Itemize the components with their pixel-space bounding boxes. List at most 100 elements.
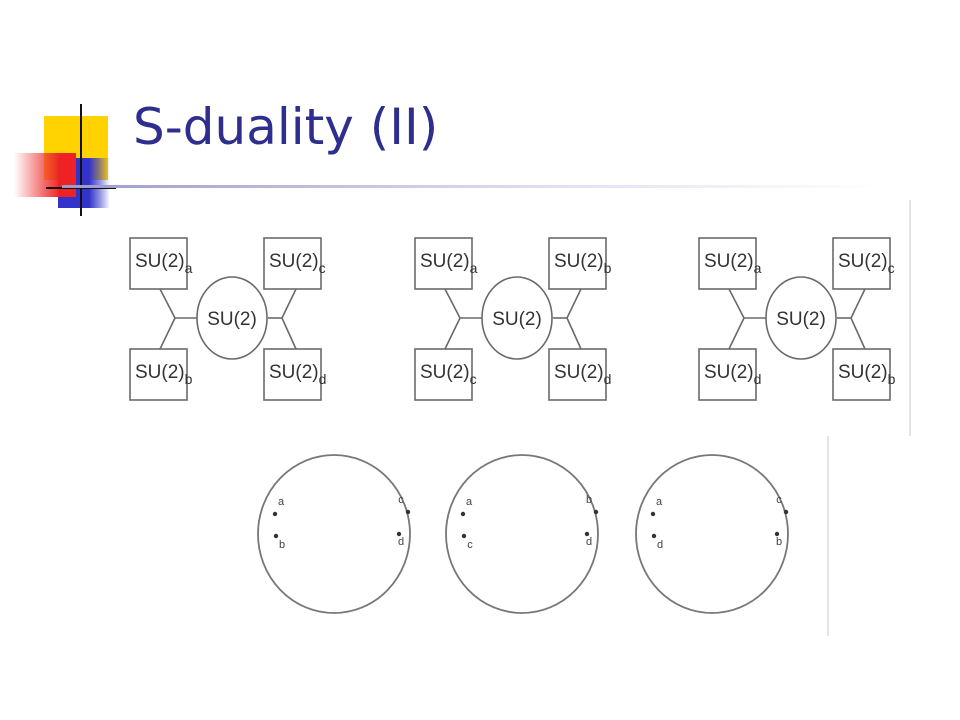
puncture-point (405, 509, 411, 515)
quiver-1: SU(2)SU(2)aSU(2)bSU(2)cSU(2)d (129, 237, 326, 401)
slide-title: S-duality (II) (133, 98, 439, 156)
puncture-label: c (467, 539, 473, 551)
flavor-group-index: b (185, 371, 193, 387)
flavor-box-bottom-right (548, 348, 607, 401)
red-square-decoration (14, 153, 76, 197)
sphere-2: a c b d (445, 454, 599, 614)
flavor-box-label: SU(2)b (838, 362, 896, 387)
quiver-edge (850, 288, 866, 319)
flavor-box-top-right (263, 237, 322, 290)
flavor-box-bottom-left (698, 348, 757, 401)
quiver-3: SU(2)SU(2)aSU(2)dSU(2)cSU(2)b (698, 237, 896, 401)
puncture-point (273, 533, 279, 539)
quiver-edge (444, 288, 461, 319)
vertical-divider-line (80, 104, 82, 216)
flavor-group-name: SU(2) (838, 362, 888, 383)
flavor-group-index: d (604, 371, 612, 387)
puncture-point (460, 511, 466, 517)
flavor-box-bottom-left (129, 348, 188, 401)
puncture-point (593, 509, 599, 515)
flavor-group-name: SU(2) (704, 251, 754, 272)
quiver-2: SU(2)SU(2)aSU(2)cSU(2)bSU(2)d (414, 237, 612, 401)
flavor-group-name: SU(2) (269, 251, 319, 272)
horizontal-divider-line (46, 187, 116, 189)
puncture-label: d (586, 536, 592, 548)
gauge-node-circle (196, 276, 268, 360)
flavor-box-top-right (832, 237, 891, 290)
sphere-diagrams: a b c d a c b d a d c b (257, 454, 789, 614)
flavor-box-label: SU(2)d (704, 362, 761, 387)
puncture-label: c (776, 494, 782, 506)
puncture-label: b (279, 539, 285, 551)
puncture-point (783, 509, 789, 515)
flavor-group-index: a (470, 260, 478, 276)
flavor-box-label: SU(2)a (420, 251, 478, 276)
gauge-node-circle (765, 276, 837, 360)
flavor-box-label: SU(2)b (135, 362, 193, 387)
gauge-node-label: SU(2) (492, 309, 542, 330)
flavor-box-label: SU(2)c (420, 362, 477, 387)
puncture-label: d (657, 539, 663, 551)
quiver-edge (728, 288, 745, 319)
flavor-box-bottom-right (832, 348, 891, 401)
quiver-edge (850, 317, 866, 350)
puncture-point (651, 533, 657, 539)
flavor-group-name: SU(2) (420, 251, 470, 272)
sphere-circle (445, 454, 599, 614)
puncture-label: c (398, 494, 404, 506)
flavor-group-index: c (888, 260, 895, 276)
puncture-label: a (656, 496, 663, 508)
sphere-circle (635, 454, 789, 614)
flavor-box-label: SU(2)d (269, 362, 326, 387)
puncture-point (461, 533, 467, 539)
puncture-label: a (466, 496, 473, 508)
sphere-circle (257, 454, 411, 614)
puncture-label: a (278, 496, 285, 508)
puncture-label: b (776, 536, 782, 548)
quiver-edge (281, 288, 297, 319)
flavor-box-bottom-right (263, 348, 322, 401)
quiver-edge (728, 317, 745, 350)
title-underline-rule (62, 185, 882, 188)
quiver-edge (566, 288, 582, 319)
flavor-group-name: SU(2) (704, 362, 754, 383)
puncture-point (272, 511, 278, 517)
flavor-group-name: SU(2) (135, 251, 185, 272)
flavor-group-index: c (319, 260, 326, 276)
flavor-group-index: b (604, 260, 612, 276)
puncture-point (650, 511, 656, 517)
puncture-label: d (398, 536, 404, 548)
puncture-point (584, 531, 590, 537)
flavor-box-top-left (129, 237, 188, 290)
quiver-edge (159, 317, 176, 350)
flavor-group-name: SU(2) (554, 251, 604, 272)
flavor-group-name: SU(2) (269, 362, 319, 383)
flavor-group-index: c (470, 371, 477, 387)
gauge-node-label: SU(2) (207, 309, 257, 330)
puncture-point (774, 531, 780, 537)
quiver-edge (444, 317, 461, 350)
flavor-box-label: SU(2)a (704, 251, 762, 276)
flavor-box-top-left (698, 237, 757, 290)
puncture-label: b (586, 494, 592, 506)
flavor-group-name: SU(2) (135, 362, 185, 383)
sphere-3: a d c b (635, 454, 789, 614)
flavor-group-index: a (754, 260, 762, 276)
quiver-diagrams: SU(2)SU(2)aSU(2)bSU(2)cSU(2)dSU(2)SU(2)a… (129, 237, 896, 401)
flavor-box-top-left (414, 237, 473, 290)
gauge-node-circle (481, 276, 553, 360)
quiver-edge (566, 317, 582, 350)
flavor-box-bottom-left (414, 348, 473, 401)
flavor-group-index: d (319, 371, 327, 387)
flavor-group-index: d (754, 371, 762, 387)
flavor-group-name: SU(2) (420, 362, 470, 383)
flavor-group-name: SU(2) (554, 362, 604, 383)
flavor-box-label: SU(2)c (269, 251, 326, 276)
flavor-group-index: b (888, 371, 896, 387)
gauge-node-label: SU(2) (776, 309, 826, 330)
quiver-edge (281, 317, 297, 350)
quiver-edge (159, 288, 176, 319)
puncture-point (396, 531, 402, 537)
flavor-box-top-right (548, 237, 607, 290)
